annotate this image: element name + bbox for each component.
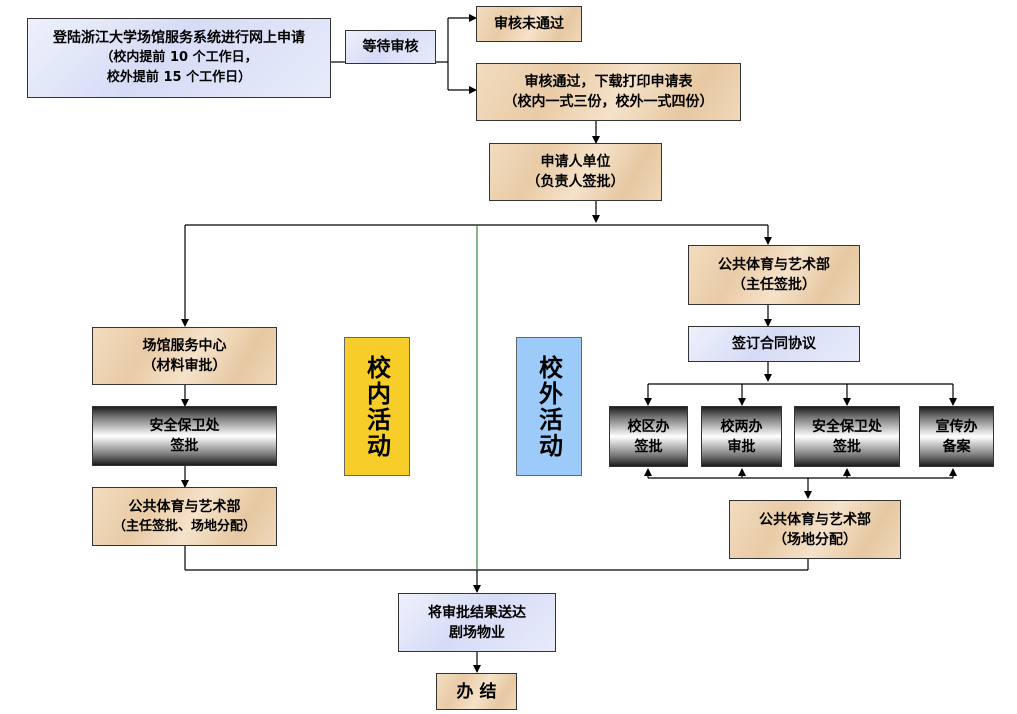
campus-office-note: 签批 xyxy=(634,438,663,455)
pe-arts-director-note: （主任签批） xyxy=(732,277,816,293)
pe-arts-out-title: 公共体育与艺术部 xyxy=(759,511,871,528)
on-campus-label: 校内活动 xyxy=(344,337,410,476)
venue-center-box: 场馆服务中心 （材料审批） xyxy=(92,327,277,385)
review-passed-note: （校内一式三份，校外一式四份） xyxy=(503,94,714,110)
pe-arts-out-box: 公共体育与艺术部 （场地分配） xyxy=(729,500,901,559)
pe-arts-out-note: （场地分配） xyxy=(773,531,857,548)
review-rejected-box: 审核未通过 xyxy=(476,6,582,42)
two-office-title: 校两办 xyxy=(720,418,763,435)
sign-contract-box: 签订合同协议 xyxy=(688,326,860,362)
online-apply-title: 登陆浙江大学场馆服务系统进行网上申请 xyxy=(53,30,305,46)
wait-review-box: 等待审核 xyxy=(345,30,436,64)
pe-arts-in-box: 公共体育与艺术部 （主任签批、场地分配） xyxy=(92,487,277,546)
pe-arts-in-note: （主任签批、场地分配） xyxy=(112,518,256,534)
online-apply-box: 登陆浙江大学场馆服务系统进行网上申请 （校内提前 10 个工作日， 校外提前 1… xyxy=(27,18,331,98)
send-results-box: 将审批结果送达 剧场物业 xyxy=(398,593,556,652)
venue-center-note: （材料审批） xyxy=(142,358,227,374)
two-office-box: 校两办 审批 xyxy=(701,406,782,467)
security-in-box: 安全保卫处 签批 xyxy=(92,406,277,466)
done-box: 办 结 xyxy=(436,673,517,710)
review-passed-box: 审核通过，下载打印申请表 （校内一式三份，校外一式四份） xyxy=(476,63,741,121)
wait-review-label: 等待审核 xyxy=(362,39,419,55)
security-in-note: 签批 xyxy=(170,438,199,454)
security-out-box: 安全保卫处 签批 xyxy=(794,406,900,467)
review-rejected-label: 审核未通过 xyxy=(494,16,564,32)
security-out-note: 签批 xyxy=(833,438,861,455)
done-label: 办 结 xyxy=(456,681,497,702)
online-apply-note-2: 校外提前 15 个工作日） xyxy=(106,70,252,85)
publicity-office-title: 宣传办 xyxy=(935,418,978,435)
venue-center-title: 场馆服务中心 xyxy=(142,338,227,354)
send-results-note: 剧场物业 xyxy=(449,624,505,641)
security-in-title: 安全保卫处 xyxy=(149,418,220,434)
pe-arts-in-title: 公共体育与艺术部 xyxy=(128,498,241,515)
review-passed-title: 审核通过，下载打印申请表 xyxy=(524,74,693,90)
campus-office-title: 校区办 xyxy=(627,418,670,435)
security-out-title: 安全保卫处 xyxy=(812,418,882,435)
two-office-note: 审批 xyxy=(727,438,756,455)
off-campus-label: 校外活动 xyxy=(516,337,582,476)
pe-arts-director-box: 公共体育与艺术部 （主任签批） xyxy=(688,245,860,305)
applicant-unit-note: （负责人签批） xyxy=(526,174,625,190)
online-apply-note-1: （校内提前 10 个工作日， xyxy=(100,50,258,65)
publicity-office-note: 备案 xyxy=(942,438,971,455)
pe-arts-director-title: 公共体育与艺术部 xyxy=(718,257,830,273)
applicant-unit-box: 申请人单位 （负责人签批） xyxy=(489,143,662,201)
campus-office-box: 校区办 签批 xyxy=(609,406,688,467)
applicant-unit-title: 申请人单位 xyxy=(540,154,611,170)
publicity-office-box: 宣传办 备案 xyxy=(919,406,994,467)
sign-contract-label: 签订合同协议 xyxy=(732,336,816,352)
send-results-title: 将审批结果送达 xyxy=(428,604,526,621)
